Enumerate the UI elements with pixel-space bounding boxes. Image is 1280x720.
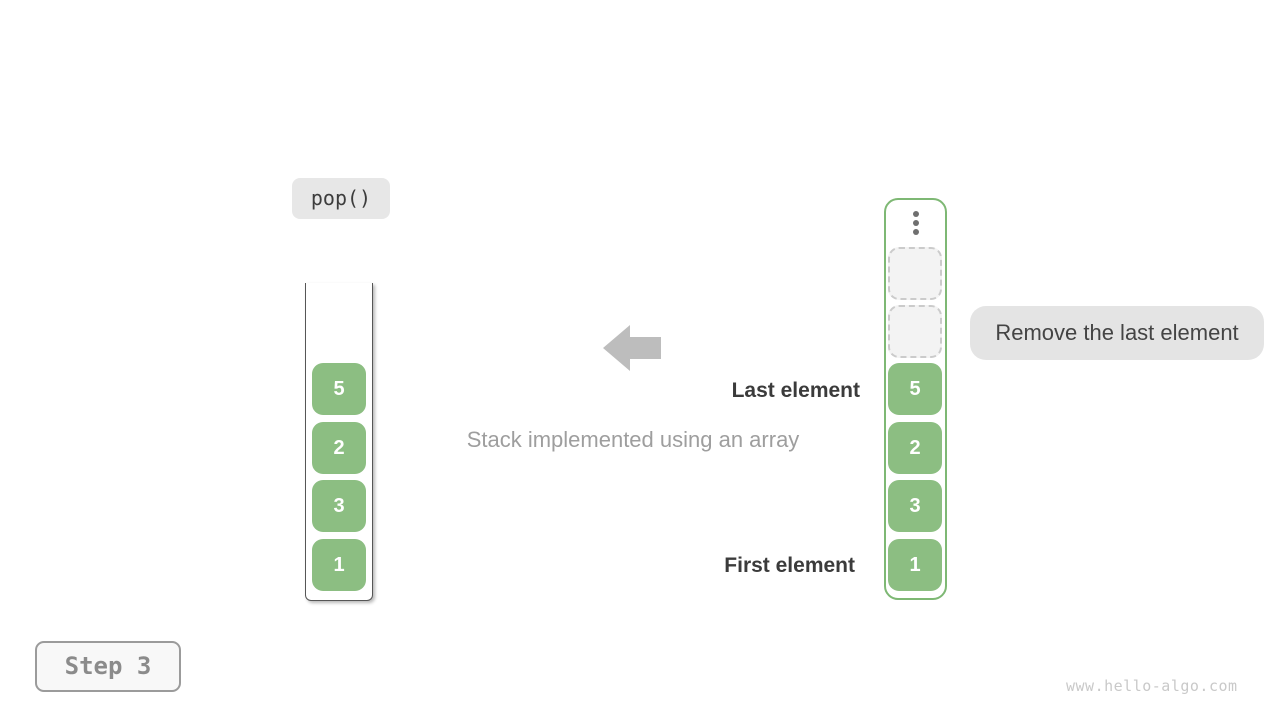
array-element: 1	[888, 539, 942, 591]
left-arrow-icon	[603, 325, 661, 371]
diagram-caption: Stack implemented using an array	[466, 427, 800, 452]
stack-element: 2	[312, 422, 366, 474]
vertical-ellipsis-icon	[912, 211, 919, 235]
first-element-label: First element	[724, 554, 855, 577]
stack-element: 3	[312, 480, 366, 532]
array-empty-slot	[888, 247, 942, 300]
remove-last-tooltip: Remove the last element	[970, 306, 1264, 360]
array-element: 5	[888, 363, 942, 415]
stack-element: 1	[312, 539, 366, 591]
array-element: 2	[888, 422, 942, 474]
site-watermark: www.hello-algo.com	[1066, 677, 1238, 695]
last-element-label: Last element	[731, 379, 860, 402]
step-badge: Step 3	[35, 641, 181, 692]
operation-pop-label: pop()	[292, 178, 390, 219]
array-element: 3	[888, 480, 942, 532]
array-empty-slot	[888, 305, 942, 358]
stack-element: 5	[312, 363, 366, 415]
